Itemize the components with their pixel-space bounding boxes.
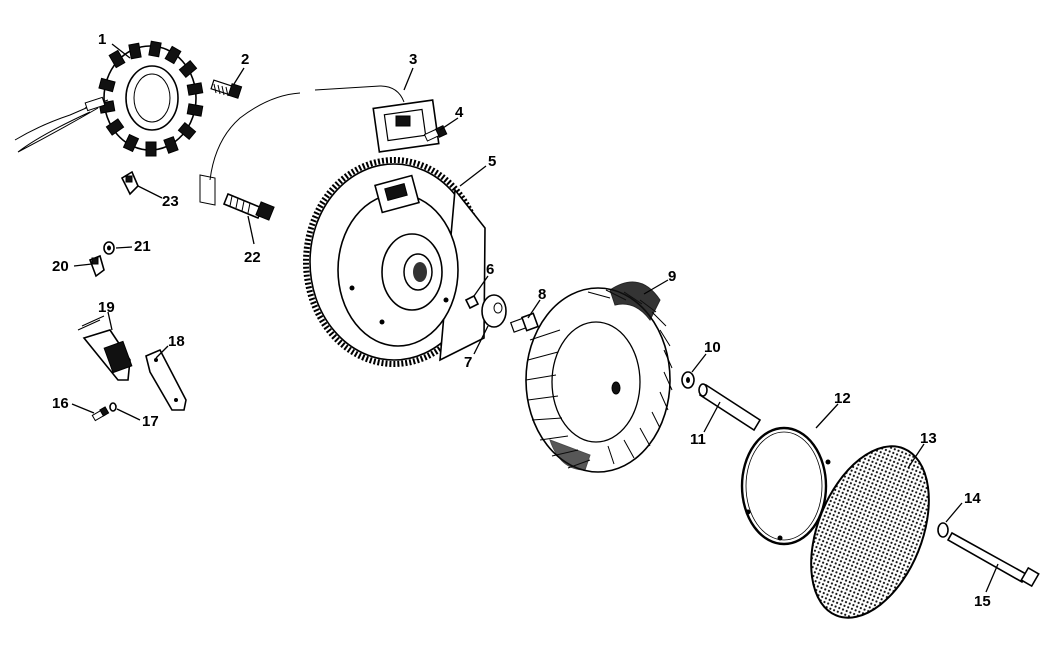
- ignition-module-icon: [199, 85, 440, 206]
- washer-icon: [109, 402, 117, 412]
- screw-icon: [210, 79, 243, 99]
- retainer-ring-icon: [740, 426, 831, 546]
- callout-19: 19: [98, 299, 115, 316]
- callout-22: 22: [244, 249, 261, 266]
- clip-icon: [88, 254, 105, 278]
- grass-screen-icon: [810, 445, 930, 619]
- spacer-icon: [698, 383, 762, 432]
- screw-icon: [91, 406, 110, 422]
- washer-icon: [481, 294, 507, 328]
- callout-2: 2: [241, 51, 249, 68]
- callout-15: 15: [974, 593, 991, 610]
- callout-10: 10: [704, 339, 721, 356]
- callout-23: 23: [162, 193, 179, 210]
- callout-labels: 1 2 3 4 5 6 7 8 9 10 11 12 13 14 15 16 1…: [52, 31, 991, 610]
- callout-18: 18: [168, 333, 185, 350]
- washer-icon: [681, 371, 695, 389]
- callout-13: 13: [920, 430, 937, 447]
- switch-icon: [77, 315, 133, 381]
- key-icon: [464, 294, 480, 310]
- callout-12: 12: [834, 390, 851, 407]
- callout-5: 5: [488, 153, 496, 170]
- fan-icon: [525, 281, 673, 473]
- callout-20: 20: [52, 258, 69, 275]
- spark-plug-icon: [222, 192, 275, 221]
- callout-8: 8: [538, 286, 546, 303]
- bracket-icon: [145, 348, 187, 411]
- callout-1: 1: [98, 31, 106, 48]
- leader-lines: [71, 43, 999, 593]
- callout-16: 16: [52, 395, 69, 412]
- screw-icon: [946, 531, 1040, 588]
- callout-14: 14: [964, 490, 981, 507]
- callout-7: 7: [464, 354, 472, 371]
- flywheel-icon: [303, 157, 486, 367]
- callout-11: 11: [690, 431, 706, 448]
- callout-17: 17: [142, 413, 159, 430]
- bolt-icon: [509, 312, 540, 333]
- washer-icon: [937, 522, 949, 538]
- callout-21: 21: [134, 238, 151, 255]
- callout-9: 9: [668, 268, 676, 285]
- screw-icon: [423, 125, 448, 142]
- stator-icon: [14, 40, 204, 157]
- callout-4: 4: [455, 104, 464, 121]
- callout-6: 6: [486, 261, 494, 278]
- callout-3: 3: [409, 51, 417, 68]
- clip-icon: [120, 170, 139, 196]
- nut-icon: [103, 241, 115, 255]
